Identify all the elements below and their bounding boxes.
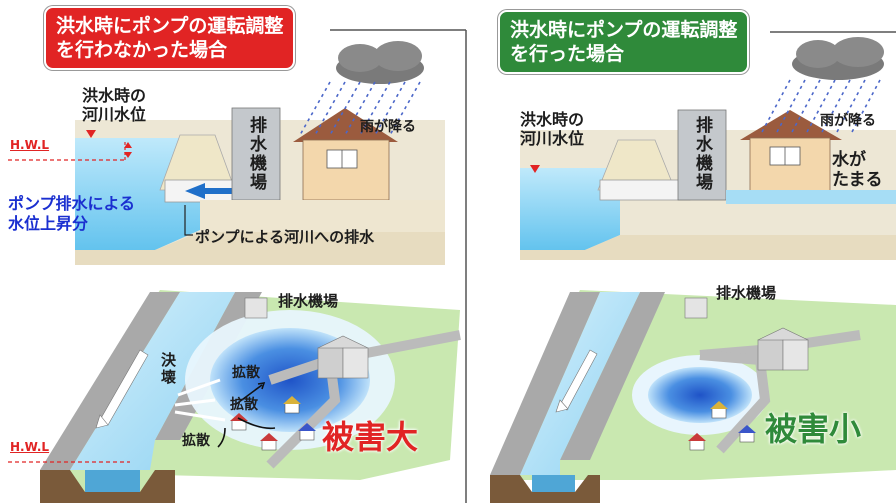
right-river-level-line2: 河川水位 [520, 129, 585, 148]
spread-label-1: 拡散 [232, 365, 260, 381]
left-cross-section [8, 107, 445, 265]
right-title-line2: を行った場合 [510, 43, 625, 65]
left-map [8, 290, 461, 503]
left-river-level-line1: 洪水時の [82, 86, 147, 105]
pooling-line2: たまる [832, 170, 883, 190]
left-pump-station-label: 排水機場 [278, 292, 339, 310]
breach-label: 決壊 [159, 352, 177, 386]
right-river-level-label: 洪水時の 河川水位 [520, 110, 584, 148]
right-river-level-line1: 洪水時の [520, 110, 585, 129]
left-river-level-line2: 河川水位 [82, 105, 147, 124]
pump-rise-line2: 水位上昇分 [8, 214, 89, 233]
right-pump-station-vertical: 排水機場 [692, 116, 712, 192]
right-title-line1: 洪水時にポンプの運転調整 [510, 19, 738, 41]
pooling-line1: 水が [832, 150, 866, 170]
spread-label-2: 拡散 [230, 397, 258, 413]
cloud-left [299, 41, 424, 136]
right-map [490, 290, 896, 503]
pooling-label: 水が たまる [832, 150, 883, 190]
right-title: 洪水時にポンプの運転調整 を行った場合 [498, 10, 750, 74]
left-title-line2: を行わなかった場合 [56, 39, 228, 61]
pump-rise-line1: ポンプ排水による [8, 194, 136, 213]
right-pump-station-label: 排水機場 [716, 284, 777, 302]
right-damage-label: 被害小 [765, 410, 862, 448]
left-hwl-bottom-label: H.W.L [10, 440, 50, 454]
left-title: 洪水時にポンプの運転調整 を行わなかった場合 [44, 6, 296, 70]
left-hwl-label: H.W.L [10, 138, 50, 152]
left-title-line1: 洪水時にポンプの運転調整 [56, 15, 284, 37]
cloud-right [761, 37, 884, 133]
pump-rise-label: ポンプ排水による 水位上昇分 [8, 194, 135, 234]
right-cross-section [520, 109, 896, 260]
left-river-level-label: 洪水時の 河川水位 [82, 86, 146, 124]
left-damage-label: 被害大 [322, 418, 419, 456]
pump-discharge-label: ポンプによる河川への排水 [195, 228, 375, 246]
left-pump-station-vertical: 排水機場 [246, 116, 266, 192]
left-rain-label: 雨が降る [360, 119, 416, 135]
spread-label-3: 拡散 [182, 433, 210, 449]
right-rain-label: 雨が降る [820, 113, 876, 129]
